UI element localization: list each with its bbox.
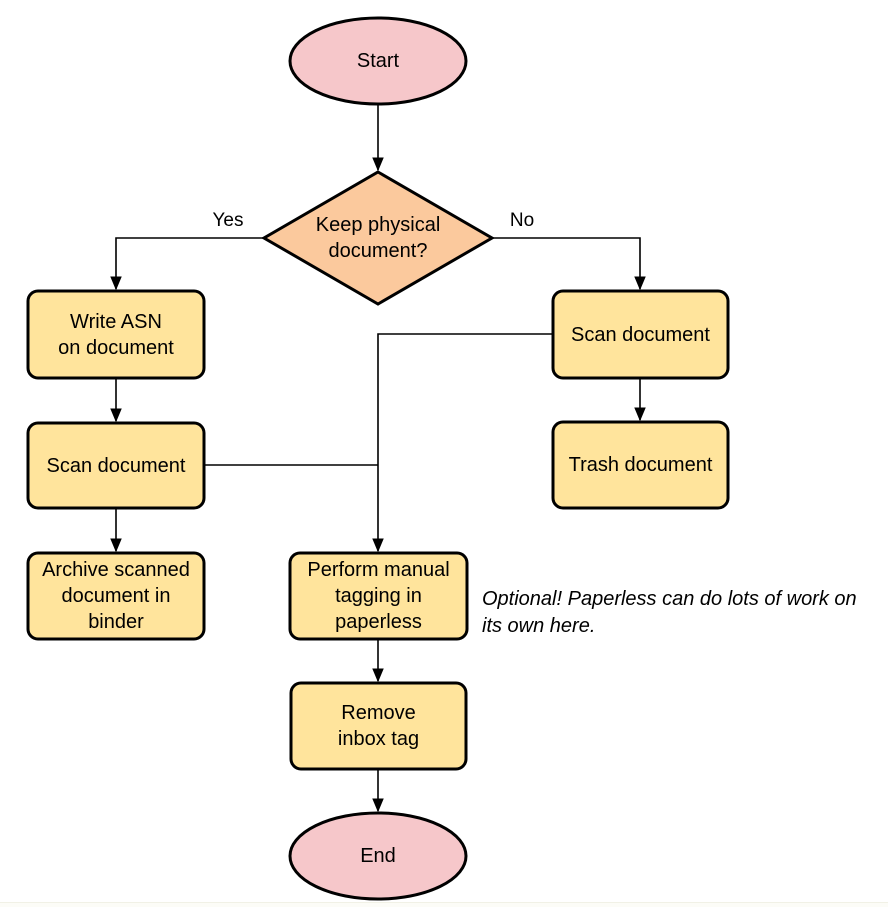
edge-decision-no xyxy=(492,237,640,289)
optional-annotation-text: Optional! Paperless can do lots of work … xyxy=(482,588,857,637)
scan-left-node-shape xyxy=(26,421,206,510)
connectors xyxy=(116,104,640,811)
edge-decision-yes xyxy=(116,237,264,289)
archive-node-shape xyxy=(26,551,206,641)
end-node-label: End xyxy=(360,845,396,867)
trash-node-label: Trash document xyxy=(568,454,713,476)
tagging-node-shape xyxy=(288,551,469,641)
start-node-shape xyxy=(288,16,468,106)
bottom-edge-strip xyxy=(0,902,888,907)
scan-right-node-label: Scan document xyxy=(571,323,710,346)
scan-right-node-shape xyxy=(551,289,730,380)
start-node-label: Start xyxy=(356,50,400,72)
end-node-shape xyxy=(288,811,468,901)
decision-node-label: Keep physical document? xyxy=(315,214,441,262)
edge-label-yes: Yes xyxy=(212,210,244,231)
archive-node-label: Archive scanned document in binder xyxy=(42,559,190,633)
remove-inbox-node-shape xyxy=(289,681,468,771)
edge-label-no: No xyxy=(509,210,535,231)
remove-inbox-node-label: Remove inbox tag xyxy=(337,702,420,750)
scan-left-node-label: Scan document xyxy=(46,454,186,477)
edge-scanright-tagging xyxy=(378,333,553,551)
tagging-node-label: Perform manual tagging in paperless xyxy=(307,559,450,633)
write-asn-node-shape xyxy=(26,289,206,380)
trash-node-shape xyxy=(551,420,730,510)
node-shapes xyxy=(26,16,730,901)
write-asn-node-label: Write ASN on document xyxy=(58,310,174,359)
decision-node-shape xyxy=(261,170,495,306)
